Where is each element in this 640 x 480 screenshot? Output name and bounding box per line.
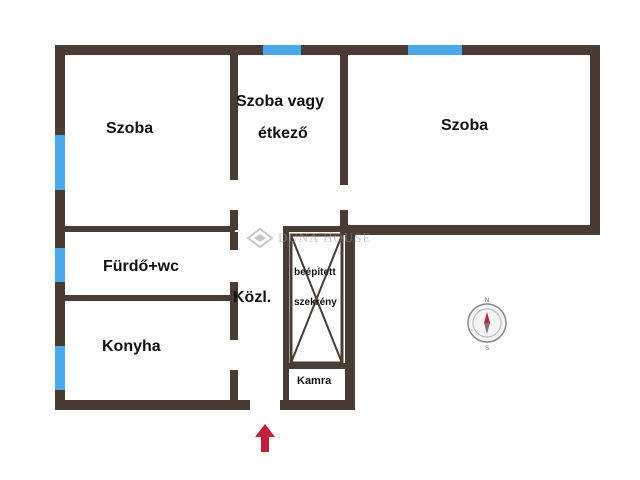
entrance-door-gap — [250, 400, 280, 410]
room-label-kamra: Kamra — [297, 375, 332, 387]
room-label-beepitett-line1: beépített — [294, 267, 336, 278]
svg-text:S: S — [485, 346, 489, 352]
room-label-kozl: Közl. — [233, 289, 272, 306]
entrance-arrow-icon — [255, 424, 275, 452]
room-label-szoba-middle-line1: Szoba vagy — [236, 93, 325, 110]
interior-walls — [65, 55, 353, 400]
svg-text:N: N — [485, 298, 489, 304]
built-in-wardrobe — [289, 233, 345, 369]
room-label-szoba-middle-line2: étkező — [258, 125, 308, 142]
watermark: DUNA HOUSE — [247, 227, 371, 249]
room-label-konyha: Konyha — [102, 338, 161, 355]
outer-walls — [55, 45, 600, 410]
duna-house-logo-icon — [247, 228, 273, 248]
windows — [55, 45, 462, 390]
watermark-text: DUNA HOUSE — [278, 230, 372, 245]
room-label-szoba-right: Szoba — [441, 117, 489, 134]
room-label-furdo: Fürdő+wc — [103, 258, 180, 275]
compass-icon: N S — [467, 298, 507, 352]
room-label-szoba-left: Szoba — [106, 120, 154, 137]
room-label-beepitett-line2: szekrény — [294, 297, 337, 308]
